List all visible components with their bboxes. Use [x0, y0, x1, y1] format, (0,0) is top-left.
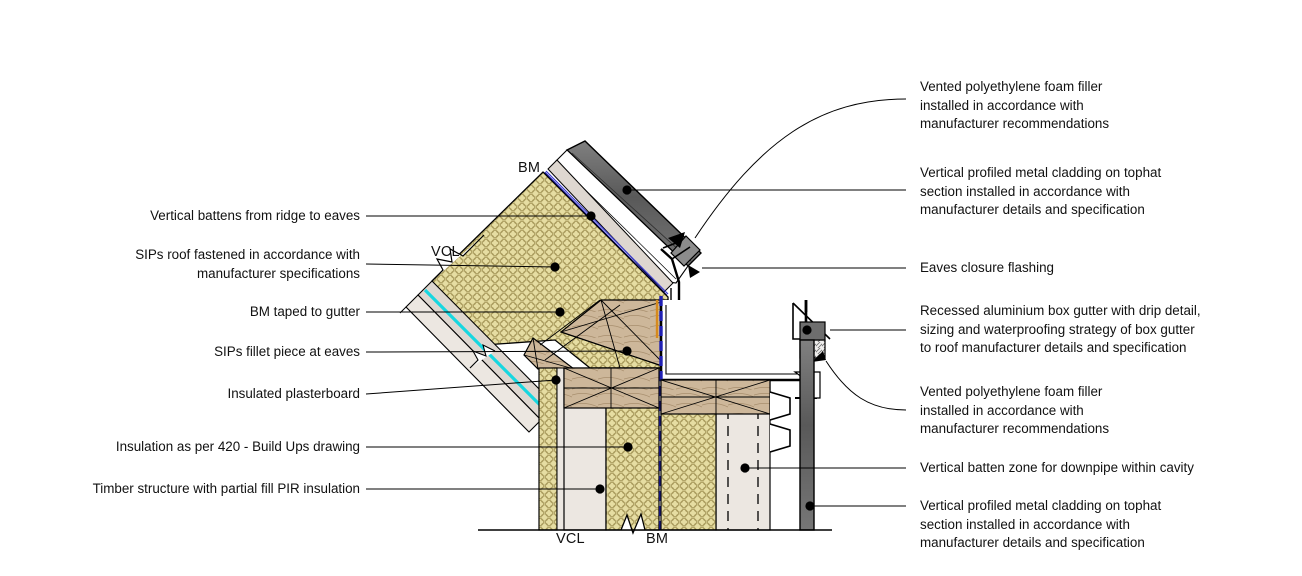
label-batten-zone-downpipe: Vertical batten zone for downpipe within… [920, 460, 1194, 475]
label-sips-roof-fastened: SIPs roof fastened in accordance with ma… [135, 247, 360, 281]
label-recessed-box-gutter: Recessed aluminium box gutter with drip … [920, 303, 1201, 356]
foam-filler-arrow-top [662, 232, 685, 249]
tophat-bracket-lower [769, 423, 791, 453]
label-metal-cladding-tophat-bottom: Vertical profiled metal cladding on toph… [920, 498, 1162, 551]
label-insulation-build-ups: Insulation as per 420 - Build Ups drawin… [115, 439, 360, 454]
sips-fillet-piece [523, 337, 576, 370]
label-vertical-battens: Vertical battens from ridge to eaves [150, 208, 360, 223]
external-wall-assembly [538, 296, 815, 535]
wall-metal-cladding [799, 339, 815, 531]
label-timber-structure-pir: Timber structure with partial fill PIR i… [92, 481, 360, 496]
annotation-vcl-base: VCL [556, 531, 585, 547]
roof-assembly [399, 140, 702, 433]
leader-dots-left [550, 211, 633, 494]
label-eaves-closure-flashing: Eaves closure flashing [920, 260, 1054, 275]
wall-insulated-plasterboard [538, 367, 558, 531]
label-metal-cladding-tophat-top: Vertical profiled metal cladding on toph… [920, 165, 1162, 218]
leader-lines-left [365, 215, 628, 490]
leader-lines-right [627, 98, 907, 507]
leader-dots-right [622, 185, 815, 511]
wall-break-symbol [620, 511, 646, 535]
eaves-timber-block [539, 299, 669, 369]
label-vented-foam-filler-top: Vented polyethylene foam filler installe… [920, 79, 1110, 132]
label-sips-fillet-piece: SIPs fillet piece at eaves [214, 344, 360, 359]
label-vented-foam-filler-gutter: Vented polyethylene foam filler installe… [920, 384, 1110, 437]
bm-membrane-roof-shadow [545, 170, 669, 295]
annotation-bm-base: BM [646, 531, 669, 547]
roof-lining-break-symbol [469, 343, 496, 369]
outer-wall-head-timber [660, 379, 771, 415]
tophat-bracket-upper [769, 391, 791, 421]
wall-head-timber-plate [563, 367, 660, 409]
label-insulated-plasterboard: Insulated plasterboard [227, 386, 360, 401]
label-bm-taped-to-gutter: BM taped to gutter [249, 304, 360, 319]
annotation-vcl-roof: VCL [431, 244, 460, 260]
annotation-bm-roof: BM [518, 160, 541, 176]
